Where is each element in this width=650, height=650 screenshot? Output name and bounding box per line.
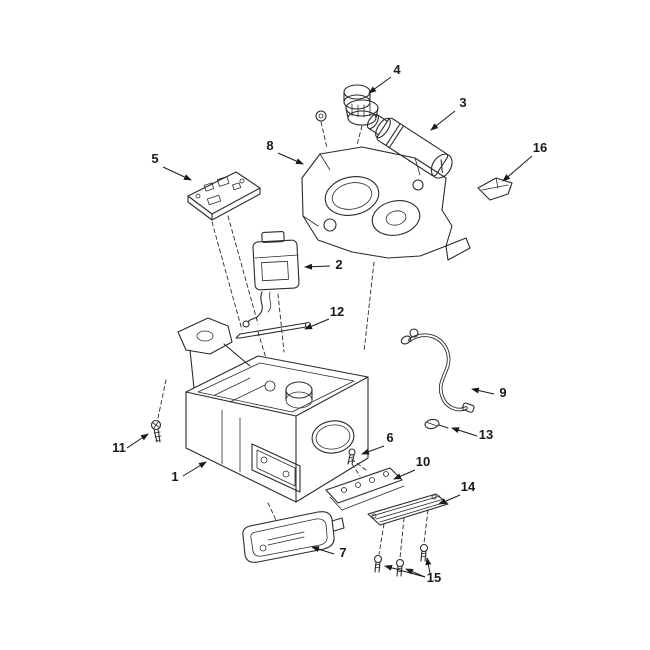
part-4-leader (368, 76, 392, 94)
part-10-label: 10 (416, 454, 430, 469)
part-1-drawing (177, 317, 369, 521)
part-2-drawing (242, 230, 300, 353)
part-15-leader-c (425, 557, 432, 574)
part-15-drawing (373, 543, 429, 577)
part-2-leader (304, 263, 331, 270)
part-9-leader (471, 387, 495, 395)
part-5-leader (162, 166, 192, 181)
part-6-drawing (347, 448, 361, 477)
part-1-label: 1 (171, 469, 178, 484)
callout-labels: 1 2 3 4 5 6 7 8 9 10 11 12 13 14 15 16 (112, 62, 547, 585)
part-4-drawing (315, 84, 379, 149)
part-8-label: 8 (266, 138, 273, 153)
part-11-label: 11 (112, 440, 126, 455)
part-16-leader (502, 155, 533, 182)
part-5-drawing (187, 171, 261, 331)
part-15-leader-b (405, 568, 426, 578)
part-5-label: 5 (151, 151, 158, 166)
part-10-leader (393, 469, 416, 480)
part-6-label: 6 (386, 430, 393, 445)
part-13-leader (451, 427, 478, 437)
leader-lines (126, 76, 533, 578)
part-3-drawing (366, 113, 453, 179)
part-11-drawing (150, 379, 167, 443)
part-7-drawing (242, 511, 345, 563)
part-13-drawing (424, 418, 449, 430)
part-7-leader (311, 546, 335, 555)
part-16-label: 16 (533, 140, 547, 155)
part-2-label: 2 (335, 257, 342, 272)
part-8-drawing (301, 146, 471, 353)
part-12-leader (304, 318, 330, 330)
part-11-leader (126, 433, 149, 449)
part-6-leader (361, 445, 385, 455)
part-12-label: 12 (330, 304, 344, 319)
part-12-drawing (235, 321, 312, 359)
part-1-leader (182, 461, 207, 477)
part-9-label: 9 (499, 385, 506, 400)
part-15-leader-a (384, 564, 426, 578)
part-4-label: 4 (393, 62, 401, 77)
part-3-label: 3 (459, 95, 466, 110)
part-3-leader (430, 110, 456, 131)
part-14-drawing (367, 493, 449, 559)
part-8-leader (277, 152, 304, 165)
part-9-drawing (400, 328, 475, 413)
part-16-drawing (477, 177, 513, 201)
part-14-leader (438, 494, 461, 505)
part-7-label: 7 (339, 545, 346, 560)
part-13-label: 13 (479, 427, 493, 442)
screw-2 (395, 558, 405, 577)
part-10-drawing (325, 457, 405, 511)
screw-3 (419, 543, 429, 562)
screw-1 (373, 554, 383, 573)
part-15-label: 15 (427, 570, 441, 585)
part-14-label: 14 (461, 479, 476, 494)
